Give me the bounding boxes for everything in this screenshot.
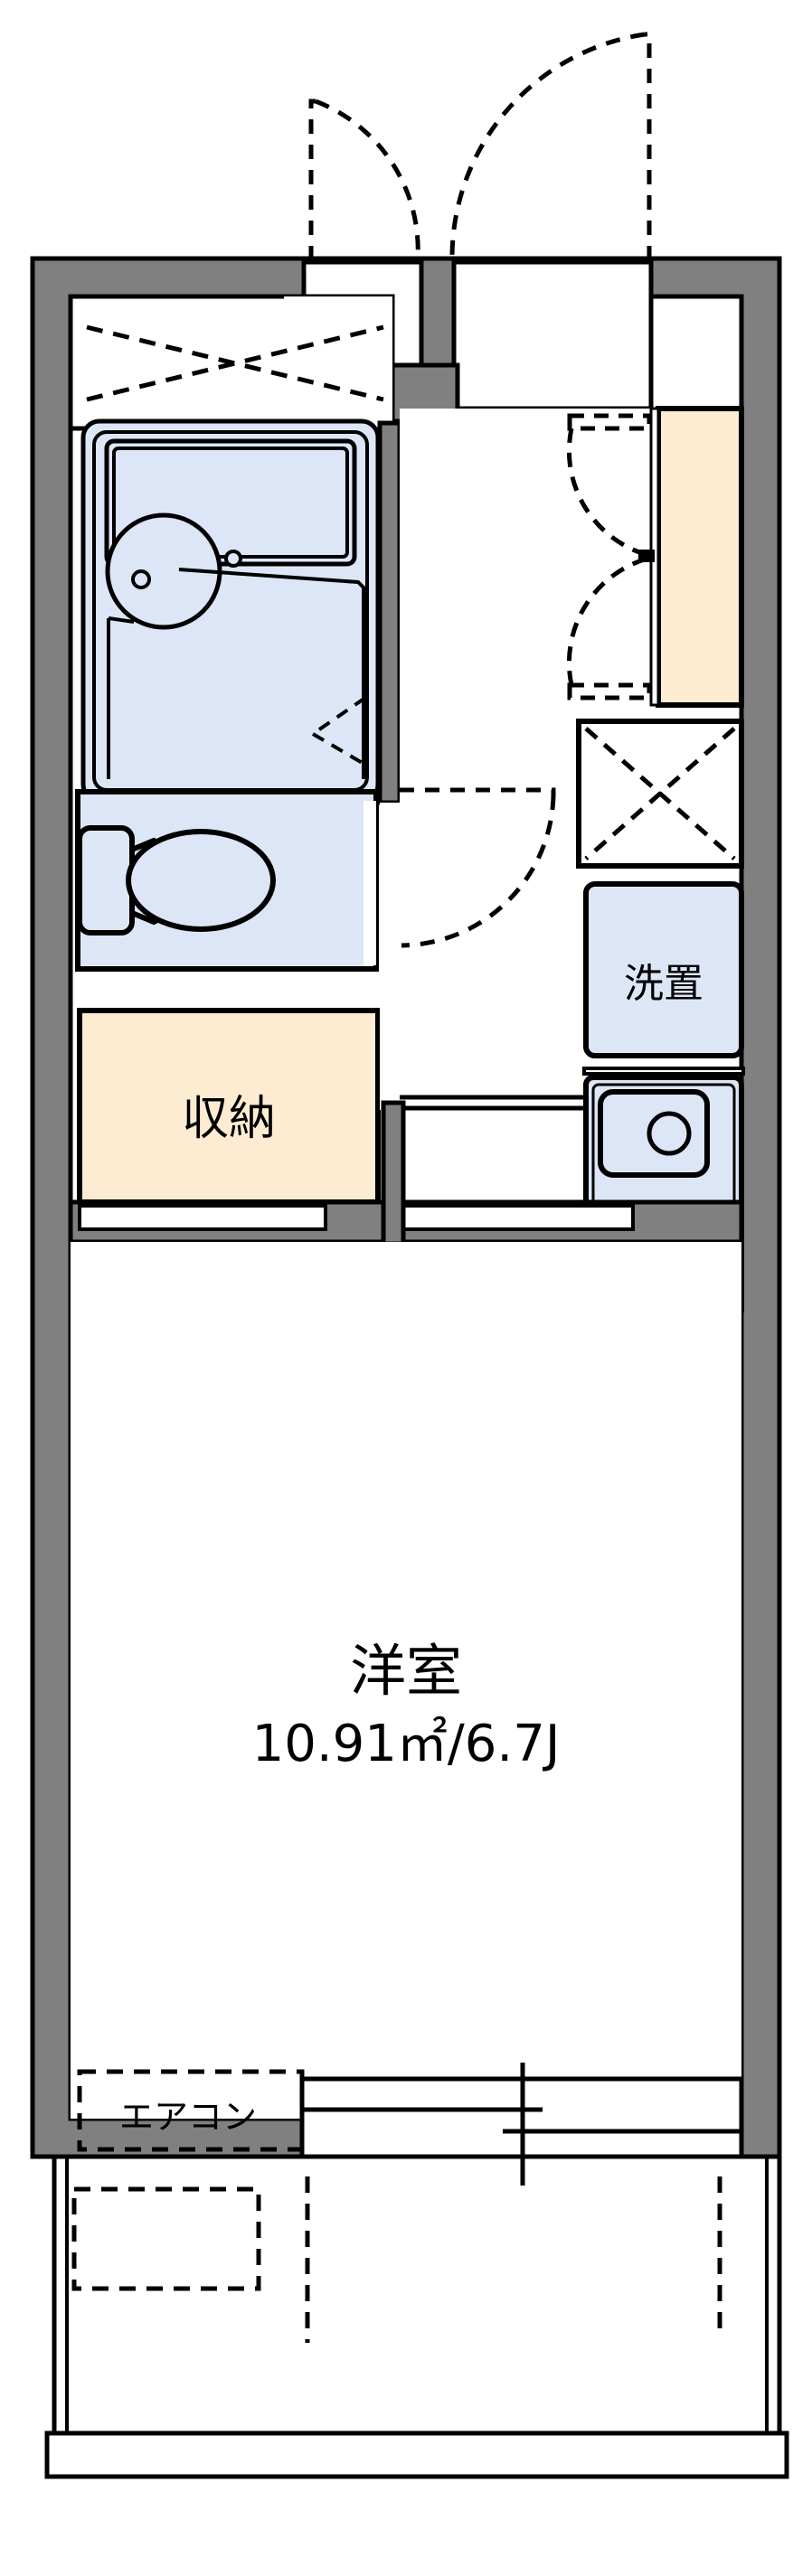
toilet-door-gap: [364, 801, 376, 965]
balcony-area: [44, 2063, 789, 2479]
storage-closet: [77, 1008, 381, 1205]
balcony-outdoor-unit: [71, 2186, 261, 2291]
bath-right-partition: [377, 420, 402, 805]
toilet-tank: [77, 825, 135, 935]
washroom-upper-extent: [284, 296, 392, 428]
washroom-sliding-door-symbol: [86, 324, 384, 402]
entrance-pier: [419, 256, 457, 370]
toilet-bowl: [126, 829, 276, 932]
entry-door-arc-left: [315, 99, 420, 259]
hall-top-opening: [451, 259, 654, 411]
aircon-marker: [77, 2069, 305, 2152]
bath-washroom-block: [68, 294, 402, 805]
entry-door-handle: [638, 550, 655, 562]
main-room-floor: [71, 1242, 741, 2119]
entry-folding-door: [566, 413, 652, 700]
storage-label: 収納: [182, 1092, 276, 1146]
entry-door-arc-right: [449, 32, 646, 261]
kitchen-sink-drain: [647, 1111, 692, 1156]
washer-pan: [583, 881, 744, 1058]
kitchen-top-edge: [582, 1067, 745, 1076]
divider-center-pier: [381, 1100, 406, 1246]
balcony-railing: [44, 2430, 789, 2479]
bath-door-symbol: [311, 696, 367, 766]
aircon-label: エアコン: [119, 2097, 257, 2137]
main-room-name-label: 洋室: [350, 1638, 462, 1704]
entry-door-leaf-left: [308, 99, 316, 260]
toilet-door-swing: [400, 787, 556, 948]
room-door-opening-left: [78, 1204, 327, 1231]
shoe-box-open-symbol: [584, 727, 736, 860]
genkan-area: [566, 406, 744, 869]
unit-bath: [80, 418, 381, 804]
bathtub-drain: [224, 550, 242, 568]
corridor-left-strip: [380, 803, 400, 1110]
balcony-inner-outline: [65, 2157, 769, 2433]
toilet-room: [75, 789, 379, 972]
aircon-box: [77, 2069, 305, 2152]
washbasin-drain: [131, 569, 151, 589]
entry-door-leaf-right: [645, 32, 652, 260]
main-room: [71, 1242, 741, 2119]
shower-pan-edge: [178, 568, 365, 779]
washer-label: 洗置: [624, 961, 703, 1007]
main-room-area-label: 10.91㎡/6.7J: [252, 1715, 561, 1773]
storage-floor: [77, 1008, 381, 1205]
room-door-opening-right: [396, 1204, 635, 1231]
shower-pan-edge-left: [108, 616, 135, 624]
genkan-tile: [656, 406, 744, 708]
room-divider-wall: [68, 1100, 744, 1246]
entry-door-swings: [308, 32, 652, 261]
washer-space: [583, 881, 744, 1058]
